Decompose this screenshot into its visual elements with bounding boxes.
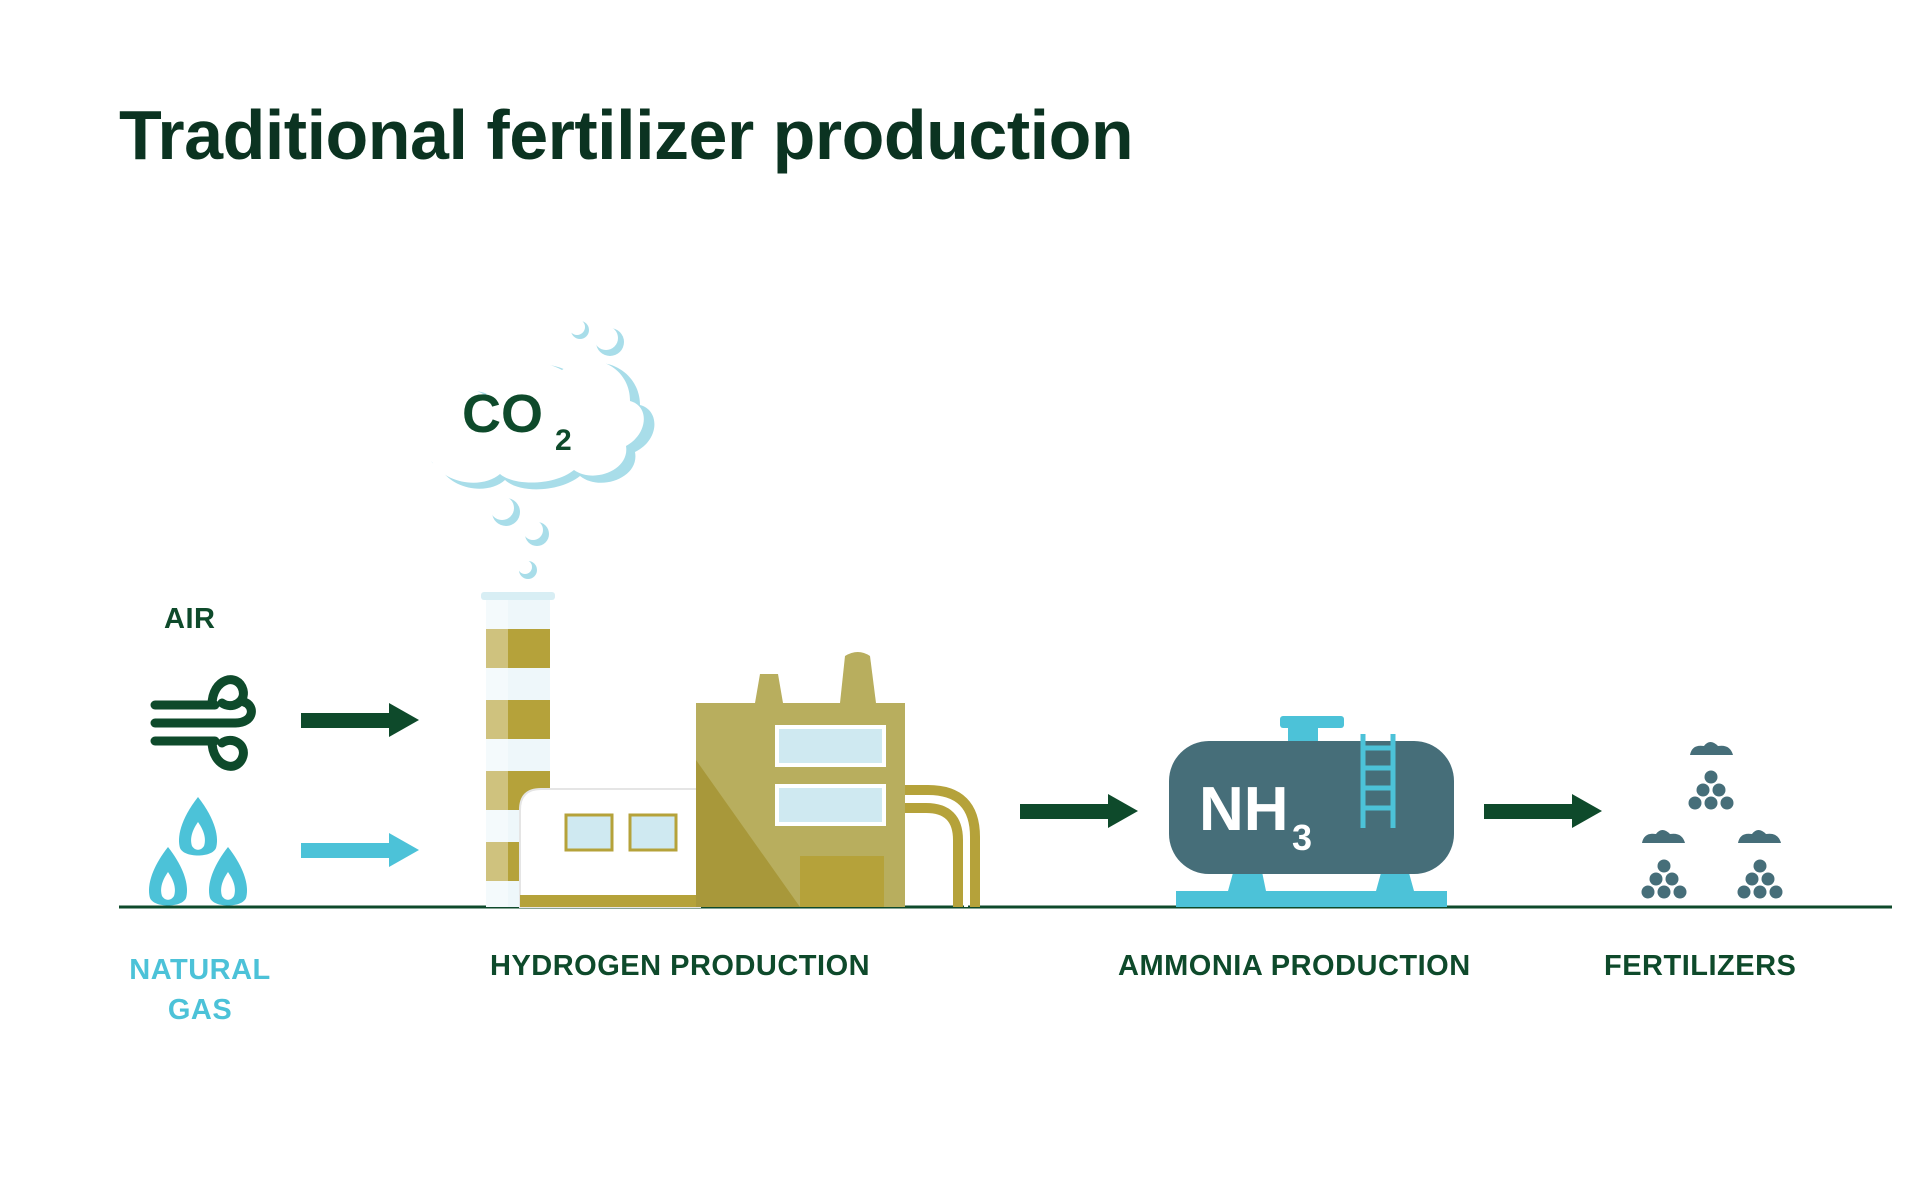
- co2-cloud-icon: CO 2: [418, 319, 655, 579]
- co2-subscript: 2: [555, 424, 572, 457]
- flame-icon: [148, 797, 248, 906]
- hydrogen-to-ammonia-arrow: [1020, 794, 1138, 828]
- co2-formula: CO: [462, 384, 543, 444]
- natural-gas-label: NATURAL GAS: [100, 950, 300, 1030]
- natural-gas-label-line1: NATURAL: [129, 954, 271, 986]
- natural-gas-label-line2: GAS: [167, 994, 233, 1026]
- wind-icon: [150, 675, 256, 771]
- hydrogen-production-label: HYDROGEN PRODUCTION: [490, 950, 871, 982]
- nh3-formula: NH: [1199, 775, 1289, 844]
- ammonia-tank-icon: NH 3: [1169, 716, 1454, 907]
- ammonia-production-label: AMMONIA PRODUCTION: [1118, 950, 1471, 982]
- factory-icon: [519, 652, 980, 908]
- air-label: AIR: [164, 603, 216, 635]
- fertilizers-label: FERTILIZERS: [1604, 950, 1797, 982]
- ammonia-to-fertilizers-arrow: [1484, 794, 1602, 828]
- nh3-subscript: 3: [1292, 817, 1312, 858]
- fertilizer-pile-icon: [1641, 742, 1783, 899]
- page-title: Traditional fertilizer production: [119, 96, 1134, 174]
- gas-arrow: [301, 833, 419, 867]
- air-arrow: [301, 703, 419, 737]
